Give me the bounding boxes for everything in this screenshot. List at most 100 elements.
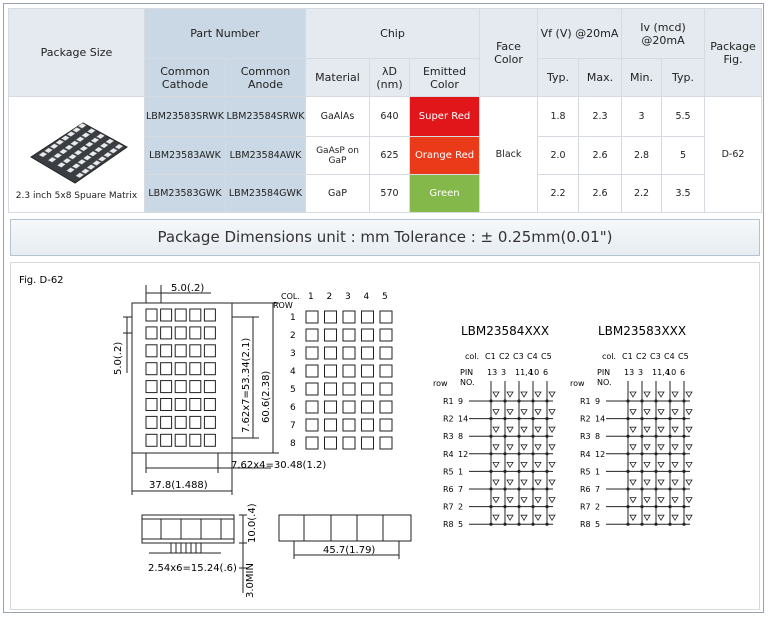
col-number: 5	[382, 292, 388, 302]
led-diode-icon	[548, 426, 556, 433]
grid-square	[324, 310, 337, 324]
front-led-dot	[160, 344, 173, 358]
led-diode-icon	[506, 461, 514, 469]
schematic-row-pin: 5	[458, 520, 463, 529]
cell-material-2: GaP	[305, 174, 370, 213]
led-diode-icon	[548, 479, 556, 486]
schematic-row: R4	[580, 450, 591, 459]
package-led	[77, 158, 87, 165]
led-diode-icon	[685, 444, 693, 451]
schematic-node	[626, 434, 630, 438]
led-diode-icon	[548, 514, 556, 521]
schematic-node	[545, 434, 549, 438]
package-led	[62, 157, 72, 163]
schematic-node	[531, 434, 535, 438]
package-led	[61, 134, 70, 141]
cell-anode-0: LBM23584SRWK	[225, 96, 306, 137]
schematic-col: C5	[678, 352, 689, 361]
dimension-drawing: Fig. D-62 5.0(.2) 5.0(.2) 7.62x7=53.34(2…	[10, 262, 760, 610]
schematic-row: R6	[443, 485, 454, 494]
cell-material-0: GaAlAs	[305, 96, 370, 137]
grid-square	[324, 436, 337, 450]
package-led	[97, 155, 107, 162]
grid-square	[361, 346, 374, 360]
led-diode-icon	[671, 444, 679, 451]
grid-square	[342, 328, 356, 342]
led-diode-icon	[671, 409, 679, 416]
schematic-no-label: NO.	[460, 378, 475, 387]
dimension-drawing-svg: Fig. D-62 5.0(.2) 5.0(.2) 7.62x7=53.34(2…	[19, 275, 693, 598]
schematic-col-label: col.	[465, 352, 479, 361]
led-diode-icon	[520, 514, 528, 521]
front-led-dot	[160, 362, 173, 376]
schematic-row-pin: 14	[458, 415, 468, 424]
grid-square	[342, 364, 356, 378]
led-diode-icon	[685, 514, 693, 521]
package-led	[68, 153, 77, 159]
header-vf: Vf (V) @20mA	[537, 8, 623, 59]
led-diode-icon	[548, 444, 556, 451]
led-diode-icon	[671, 391, 679, 398]
cell-vf-typ-0: 1.8	[537, 96, 580, 137]
schematic-row-pin: 2	[595, 503, 600, 512]
schematic-col: C3	[650, 352, 661, 361]
front-led-dot	[145, 344, 158, 358]
led-diode-icon	[657, 409, 665, 416]
led-diode-icon	[506, 409, 514, 416]
schematic-row-pin: 2	[458, 503, 463, 512]
led-diode-icon	[548, 497, 556, 504]
cell-wavelength-1: 625	[369, 136, 410, 175]
schematic-node	[640, 399, 644, 403]
schematic-node	[517, 417, 521, 421]
schematic-node	[654, 487, 658, 491]
package-led	[49, 143, 59, 149]
dim-pitch-v: 7.62x7=53.34(2.1)	[241, 338, 252, 433]
package-led	[96, 133, 105, 139]
package-led	[105, 138, 115, 144]
schematic-node	[503, 399, 507, 403]
package-led	[55, 139, 65, 145]
schematic-node	[682, 399, 686, 403]
package-led	[103, 151, 113, 157]
schematic-node	[517, 452, 521, 456]
grid-square	[305, 400, 319, 414]
grid-square	[305, 346, 319, 360]
schematic-anode: LBM23584XXXcol.PINNO.rowC113C23C311,4C41…	[433, 324, 556, 529]
grid-square	[324, 328, 337, 342]
package-led	[66, 130, 76, 137]
schematic-row-pin: 5	[595, 520, 600, 529]
schematic-col-pin: 11,4	[652, 368, 670, 377]
front-led-dot	[189, 326, 202, 340]
schematic-title: LBM23584XXX	[461, 324, 549, 338]
schematic-node	[640, 452, 644, 456]
package-led	[72, 126, 81, 133]
package-led	[64, 144, 74, 150]
schematic-node	[640, 487, 644, 491]
header-package-size: Package Size	[8, 8, 145, 97]
front-led-dot	[203, 380, 216, 394]
front-led-dot	[145, 308, 158, 322]
led-matrix-package-icon	[30, 121, 128, 184]
led-diode-icon	[534, 514, 542, 521]
header-face-color: Face Color	[479, 8, 539, 97]
schematic-col: C4	[664, 352, 675, 361]
package-led	[79, 145, 89, 151]
package-led	[94, 146, 103, 152]
led-diode-icon	[629, 497, 637, 504]
schematic-col-pin: 13	[487, 368, 497, 377]
front-led-dot	[189, 308, 202, 322]
schematic-row-pin: 9	[458, 397, 463, 406]
front-led-dot	[174, 362, 187, 376]
led-diode-icon	[643, 461, 651, 469]
schematic-node	[517, 469, 521, 473]
package-led	[109, 147, 118, 153]
front-led-dot	[160, 380, 173, 394]
package-dimensions-banner: Package Dimensions unit : mm Tolerance :…	[10, 219, 760, 256]
schematic-row: R7	[443, 503, 454, 512]
front-led-dot	[203, 344, 216, 358]
side-view-right	[278, 514, 412, 559]
cell-iv-typ-1: 5	[661, 136, 706, 175]
dim-pinlen: 3.0MIN	[245, 563, 256, 598]
schematic-node	[668, 522, 672, 526]
cell-anode-2: LBM23584GWK	[225, 174, 306, 213]
